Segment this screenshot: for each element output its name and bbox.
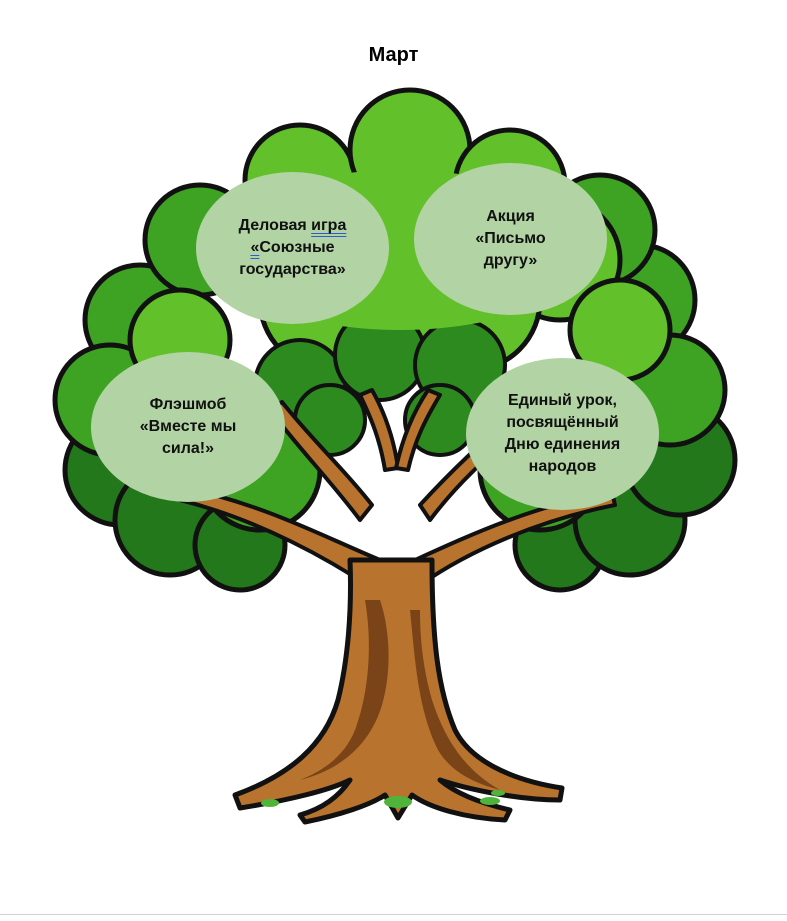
- flashmob-text: Флэшмоб «Вместе мы сила!»: [139, 396, 237, 457]
- bubble-flashmob: Флэшмоб «Вместе мы сила!»: [91, 352, 285, 502]
- canopy-inner: [253, 308, 507, 457]
- business-game-line3: государства»: [239, 261, 346, 278]
- bubble-action: Акция «Письмо другу»: [414, 163, 607, 315]
- business-game-line1a: Деловая: [238, 217, 312, 234]
- action-text: Акция «Письмо другу»: [475, 208, 546, 269]
- trunk: [232, 557, 565, 825]
- page-bottom-rule: [0, 914, 787, 915]
- trunk-shading: [300, 600, 500, 790]
- bubble-business-game: Деловая игра «Союзные государства»: [196, 172, 389, 324]
- page-title: Март: [368, 44, 419, 66]
- lesson-text: Единый урок, посвящённый Дню единения на…: [504, 392, 621, 475]
- business-game-line2a: «: [250, 239, 260, 256]
- bubble-lesson: Единый урок, посвящённый Дню единения на…: [466, 358, 659, 510]
- business-game-line2b: Союзные: [259, 239, 335, 256]
- business-game-line1b: игра: [311, 217, 347, 234]
- grass: [261, 790, 505, 808]
